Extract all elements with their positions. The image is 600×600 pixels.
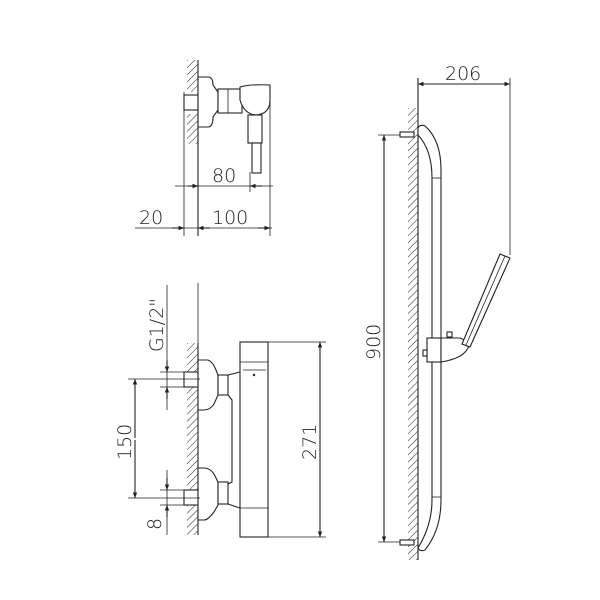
dimension-80: 80 [212,165,236,187]
dimension-900: 900 [363,324,385,360]
dimension-100: 100 [212,207,248,229]
dimension-g1-2: G1/2" [146,298,168,352]
hand-shower [461,253,511,348]
wall-hatch [187,114,198,144]
wall-mixer-side-view: 80 20 100 [135,60,273,236]
slider-knob [446,331,453,338]
pipe-stub [183,94,199,111]
dimension-150: 150 [114,424,136,460]
lever-handle [247,114,263,144]
inlet-pipe-bottom [183,489,199,506]
thermostatic-mixer-side-view: G1/2" 8 150 271 [114,283,326,538]
slider-clamp [426,337,442,363]
dimension-206: 206 [445,63,481,85]
dimension-20: 20 [139,207,163,229]
wall-hatch [187,60,198,92]
inlet-flange-bottom [197,467,219,521]
slider-screw [422,349,428,357]
wall-screw-top [399,131,415,138]
wall-hatch [408,108,418,560]
lever-tip [251,142,262,174]
inlet-flange-top [197,359,219,411]
shower-rail-side-view: 206 900 [363,63,511,560]
inlet-pipe-top [183,371,199,388]
mixer-cartridge [239,84,271,116]
wall-screw-bottom [399,539,415,546]
wall-flange [197,76,219,128]
mixer-body [217,88,243,114]
wall-hatch [187,343,198,535]
dimension-8: 8 [144,518,166,530]
dimension-271: 271 [299,424,321,460]
nut-top [217,374,229,396]
nut-bottom [217,481,229,505]
